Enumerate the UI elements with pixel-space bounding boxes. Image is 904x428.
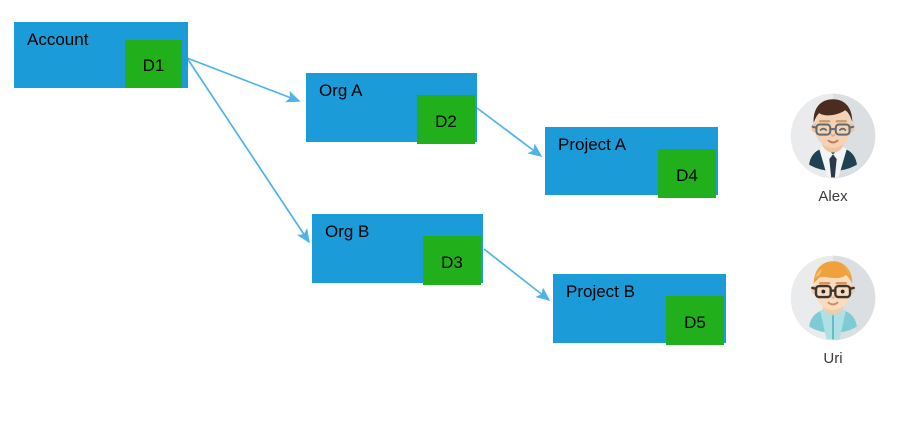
edge-org-a-to-project-a [476,107,543,158]
node-org-b-label: Org B [325,222,370,241]
glasses-icon [811,284,855,299]
edge-account-to-org-a [186,57,301,103]
node-org-a-badge-label: D2 [435,111,457,131]
node-org-a-label: Org A [319,81,363,100]
node-project-b-badge-label: D5 [684,312,706,332]
node-account-badge-label: D1 [142,56,165,75]
node-account[interactable]: Account D1 [14,22,188,88]
node-project-b-label: Project B [566,282,635,301]
edge-account-to-org-b [186,57,310,244]
node-project-a-badge[interactable]: D4 [658,149,716,198]
node-project-a-badge-label: D4 [676,165,698,185]
person-uri[interactable]: Uri [778,252,888,368]
node-project-b-badge[interactable]: D5 [666,296,724,345]
node-project-a[interactable]: Project A D4 [545,127,718,198]
user-avatar-icon [790,255,876,341]
node-org-b-badge[interactable]: D3 [423,236,481,285]
node-org-a[interactable]: Org A D2 [306,73,477,144]
node-org-b-badge-label: D3 [441,252,463,272]
user-avatar-icon [790,93,876,179]
node-org-b[interactable]: Org B D3 [312,214,483,285]
person-alex-name: Alex [818,188,848,205]
node-account-label: Account [27,30,89,49]
node-account-badge[interactable]: D1 [125,40,182,88]
node-project-a-label: Project A [558,135,627,154]
person-alex[interactable]: Alex [778,90,888,206]
node-project-b[interactable]: Project B D5 [553,274,726,345]
edge-org-b-to-project-b [483,248,551,302]
glasses-icon [811,123,855,136]
node-org-a-badge[interactable]: D2 [417,95,475,144]
person-uri-name: Uri [823,350,843,367]
